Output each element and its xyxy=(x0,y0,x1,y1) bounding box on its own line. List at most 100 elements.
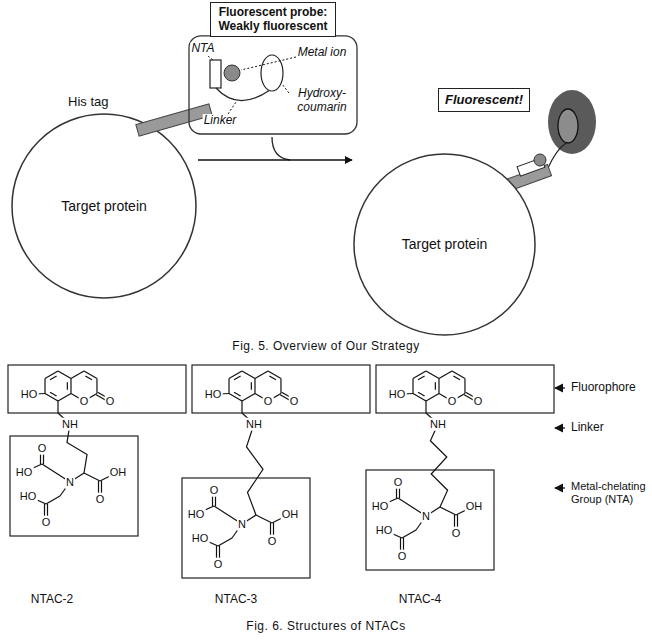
bond-line xyxy=(218,538,232,546)
linker-chain xyxy=(67,424,87,473)
fluorophore-box xyxy=(376,365,554,413)
atom-label: HO xyxy=(187,508,206,521)
atom-label: O xyxy=(41,516,52,529)
leader-line xyxy=(241,57,296,70)
structure xyxy=(366,365,554,570)
badge-text: Fluorescent! xyxy=(445,92,523,108)
metal-ion xyxy=(534,154,546,166)
ring-bond xyxy=(426,371,439,379)
bond-line xyxy=(214,506,228,515)
atom-label: O xyxy=(267,535,278,548)
atom-label: HO xyxy=(375,524,394,537)
ring-bond xyxy=(242,371,255,379)
ring-bond xyxy=(58,371,71,379)
atom-label: O xyxy=(213,558,224,571)
ring-bond xyxy=(268,371,281,379)
atom-label: OH xyxy=(109,466,128,479)
atom-label: O xyxy=(37,442,48,455)
structure xyxy=(182,365,370,578)
ring-bond xyxy=(438,379,439,394)
node-label: Target protein xyxy=(61,198,147,215)
protein-circle: Target protein xyxy=(10,112,198,300)
protein-circle: Target protein xyxy=(352,152,537,337)
ring-bond xyxy=(254,379,255,394)
fluorescent-badge: Fluorescent! xyxy=(438,88,530,112)
ring-bond xyxy=(439,371,452,379)
compound-name: NTAC-3 xyxy=(214,593,258,607)
pointer-arrow xyxy=(555,487,565,488)
ring-bond xyxy=(58,394,71,402)
atom-label: OH xyxy=(465,500,484,513)
region-label: Fluorophore xyxy=(570,381,637,395)
ring-bond xyxy=(413,371,426,379)
atom-label: HO xyxy=(204,388,223,401)
double-bond-line xyxy=(435,382,436,390)
atom-label: HO xyxy=(191,532,210,545)
ring-bond xyxy=(44,379,45,394)
bond-line xyxy=(398,498,412,507)
bond-line xyxy=(84,473,100,481)
probe-title: Fluorescent probe: Weakly fluorescent xyxy=(210,2,336,37)
double-bond-line xyxy=(269,376,276,380)
double-bond-line xyxy=(50,392,57,396)
metal-ion xyxy=(224,65,240,81)
ring-bond xyxy=(242,394,255,402)
probe-bracket xyxy=(272,137,290,160)
ring-bond xyxy=(464,379,465,394)
bond-line xyxy=(256,515,272,523)
fluorescence-glow xyxy=(548,90,596,154)
fluorophore-box xyxy=(8,365,186,413)
atom-label: HO xyxy=(371,500,390,513)
ring-bond xyxy=(71,371,84,379)
probe-outline xyxy=(189,36,357,134)
protein-outline xyxy=(354,154,535,335)
linker-curve xyxy=(216,88,270,101)
part-label: NTA xyxy=(190,42,215,56)
ring-bond xyxy=(45,394,58,402)
atom-label: HO xyxy=(20,388,39,401)
part-label: Metal ion xyxy=(297,46,348,60)
part-label: Hydroxy-coumarin xyxy=(289,87,355,115)
atom-label: HO xyxy=(388,388,407,401)
atom-label: O xyxy=(473,395,484,408)
linker-chain xyxy=(430,424,447,507)
ring-bond xyxy=(255,371,268,379)
atom-label: HO xyxy=(15,466,34,479)
bond-line xyxy=(42,464,56,473)
region-label: Metal-chelating Group (NTA) xyxy=(570,480,650,505)
structure xyxy=(8,365,186,536)
double-bond-line xyxy=(453,376,460,380)
nta-box xyxy=(10,436,138,536)
atom-label: O xyxy=(393,476,404,489)
double-bond-line xyxy=(418,376,425,380)
ring-bond xyxy=(426,394,439,402)
ring-bond xyxy=(413,394,426,402)
atom-label: O xyxy=(79,395,90,408)
ring-bond xyxy=(229,371,242,379)
his-tag-bar xyxy=(136,104,212,136)
double-bond-line xyxy=(67,382,68,390)
pointer-arrow xyxy=(555,387,565,388)
compound-name: NTAC-4 xyxy=(398,593,442,607)
protein-outline xyxy=(12,114,196,298)
nta-box xyxy=(182,478,310,578)
atom-label: N xyxy=(65,476,75,489)
double-bond-line xyxy=(234,392,241,396)
atom-label: O xyxy=(447,395,458,408)
ring-bond xyxy=(70,379,71,394)
double-bond-line xyxy=(251,382,252,390)
atom-label: O xyxy=(397,550,408,563)
double-bond-line xyxy=(234,376,241,380)
ring-bond xyxy=(412,379,413,394)
bond-line xyxy=(440,507,456,515)
atom-label: HO xyxy=(19,490,38,503)
atom-label: O xyxy=(451,527,462,540)
atom-label: O xyxy=(209,484,220,497)
atom-label: O xyxy=(105,395,116,408)
ring-bond xyxy=(229,394,242,402)
linker-curve xyxy=(548,143,566,168)
leader-line xyxy=(208,56,213,60)
his-tag: His tag xyxy=(68,94,218,136)
coumarin-ellipse xyxy=(558,109,578,143)
